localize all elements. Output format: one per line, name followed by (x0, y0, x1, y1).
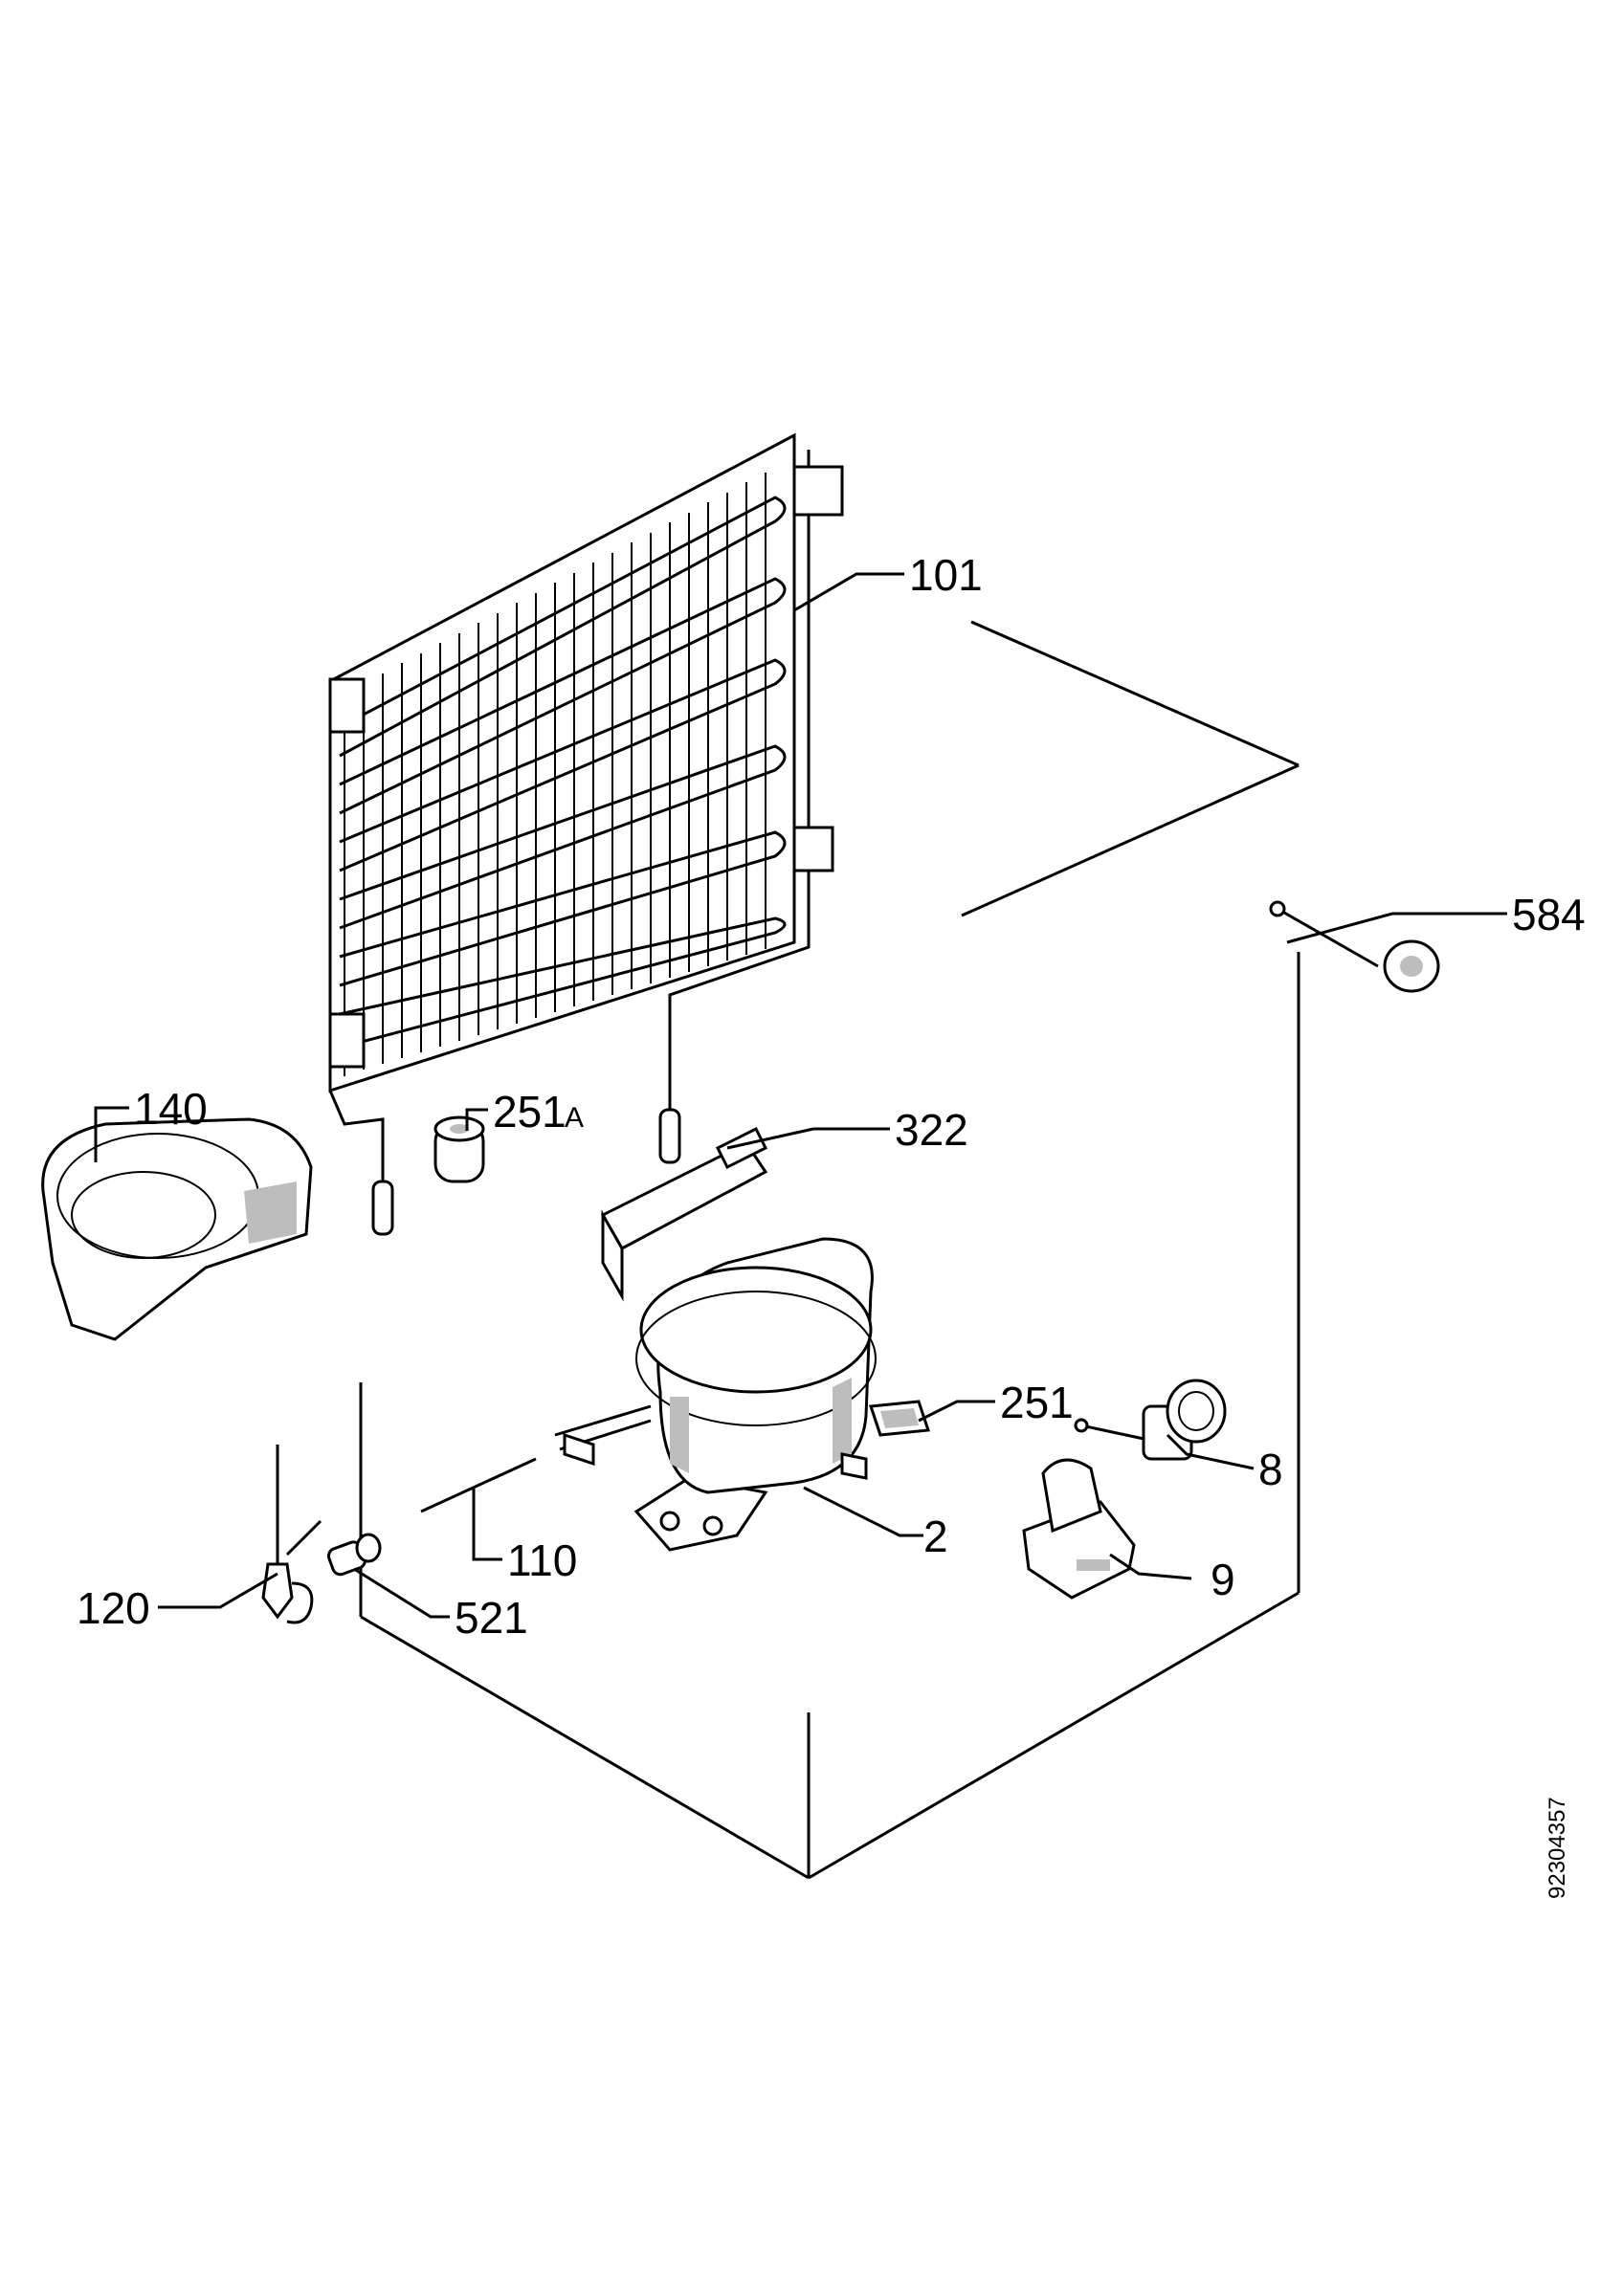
callout-584: 584 (1512, 890, 1586, 939)
callout-labels: 101 584 140 251 A 322 251 8 2 9 110 120 … (77, 550, 1586, 1643)
callout-101: 101 (909, 550, 983, 600)
callout-322: 322 (895, 1105, 968, 1155)
drip-tray-part-140 (41, 1117, 313, 1341)
thermostat-part-8 (1074, 1379, 1227, 1461)
sensor-part-584 (1269, 900, 1440, 993)
plug-part-521 (326, 1533, 382, 1577)
callout-521: 521 (455, 1593, 528, 1643)
callout-251A: 251 (493, 1087, 567, 1137)
cabinet-outline (359, 620, 1300, 1880)
callout-2: 2 (923, 1512, 948, 1561)
callout-8: 8 (1258, 1445, 1283, 1494)
leader-lines (94, 572, 1507, 1619)
relay-part-9 (1022, 1458, 1136, 1600)
callout-140: 140 (134, 1084, 208, 1134)
callout-110: 110 (507, 1535, 577, 1585)
valve-part-120 (261, 1445, 322, 1624)
callout-251A-suffix: A (565, 1102, 584, 1134)
clip-part-251 (868, 1400, 931, 1437)
compressor-part-2 (554, 1237, 877, 1552)
bracket-part-322 (600, 1126, 768, 1302)
callout-120: 120 (77, 1583, 150, 1633)
document-number: 92304357 (1544, 1797, 1570, 1899)
condenser-part-101 (328, 432, 844, 1236)
callout-251: 251 (1000, 1378, 1074, 1427)
grommet-part-251A (433, 1115, 485, 1183)
callout-9: 9 (1211, 1555, 1235, 1604)
tube-part-110 (420, 1457, 537, 1513)
